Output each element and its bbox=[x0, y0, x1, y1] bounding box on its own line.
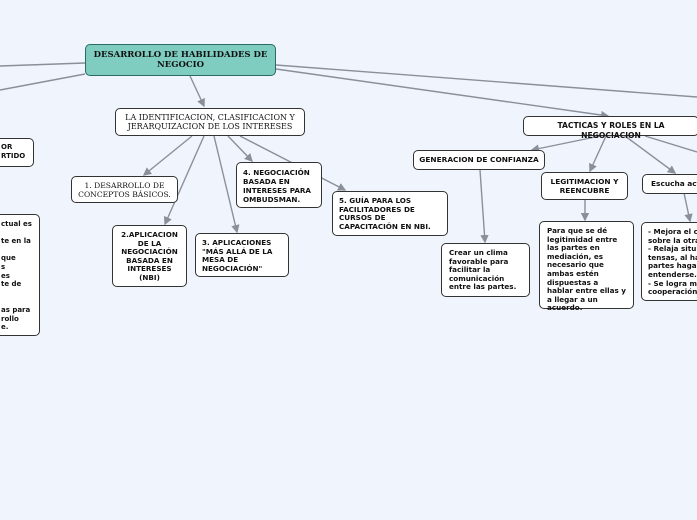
link-id-desarrollo bbox=[142, 135, 193, 176]
left-text-node[interactable]: ctual es te en la que s es te de as para… bbox=[0, 214, 40, 336]
link-tac-right bbox=[644, 135, 697, 153]
link-root-left-bottom bbox=[0, 73, 86, 91]
link-root-right bbox=[275, 64, 697, 98]
legitimacion-label: LEGITIMACION Y REENCUBRE bbox=[550, 177, 619, 196]
left-partial-node-label: OR RTIDO bbox=[1, 143, 26, 160]
identificacion-node-label: LA IDENTIFICACION, CLASIFICACION Y JERAR… bbox=[125, 113, 295, 131]
link-id-aplicacion bbox=[163, 135, 205, 226]
left-partial-node[interactable]: OR RTIDO bbox=[0, 138, 34, 167]
link-root-tacticas bbox=[275, 68, 610, 120]
aplicaciones-mas-alla-node[interactable]: 3. APLICACIONES "MÁS ALLÁ DE LA MESA DE … bbox=[195, 233, 289, 277]
aplicacion-nbi-node[interactable]: 2.APLICACION DE LA NEGOCIACIÓN BASADA EN… bbox=[112, 225, 187, 287]
escucha-label: Escucha act bbox=[651, 179, 697, 188]
link-id-aplicaciones bbox=[213, 135, 240, 234]
link-id-ombudsman bbox=[227, 135, 253, 163]
negociacion-ombudsman-node[interactable]: 4. NEGOCIACIÓN BASADA EN INTERESES PARA … bbox=[236, 162, 322, 208]
negociacion-ombudsman-label: 4. NEGOCIACIÓN BASADA EN INTERESES PARA … bbox=[243, 168, 311, 204]
desarrollo-conceptos-label: 1. DESARROLLO DE CONCEPTOS BÁSICOS. bbox=[78, 181, 171, 199]
link-root-identificacion bbox=[189, 75, 205, 108]
root-node-label: DESARROLLO DE HABILIDADES DE NEGOCIO bbox=[93, 50, 268, 70]
desarrollo-conceptos-node[interactable]: 1. DESARROLLO DE CONCEPTOS BÁSICOS. bbox=[71, 176, 178, 203]
link-escucha-text bbox=[683, 192, 693, 223]
left-text-node-label: ctual es te en la que s es te de as para… bbox=[1, 220, 32, 332]
guia-facilitadores-node[interactable]: 5. GUÍA PARA LOS FACILITADORES DE CURSOS… bbox=[332, 191, 448, 236]
identificacion-node[interactable]: LA IDENTIFICACION, CLASIFICACION Y JERAR… bbox=[115, 108, 305, 136]
clima-favorable-node[interactable]: Crear un clima favorable para facilitar … bbox=[441, 243, 530, 297]
aplicacion-nbi-label: 2.APLICACION DE LA NEGOCIACIÓN BASADA EN… bbox=[121, 230, 178, 282]
link-tac-confianza bbox=[530, 135, 601, 153]
link-tac-escucha bbox=[624, 135, 677, 174]
root-node[interactable]: DESARROLLO DE HABILIDADES DE NEGOCIO bbox=[85, 44, 276, 76]
tacticas-node[interactable]: TACTICAS Y ROLES EN LA NEGOCIACION bbox=[523, 116, 697, 140]
legitimidad-text-node[interactable]: Para que se dé legitimidad entre las par… bbox=[539, 221, 634, 313]
link-confianza-clima bbox=[479, 169, 489, 244]
escucha-node[interactable]: Escucha act bbox=[642, 174, 697, 194]
legitimidad-text-label: Para que se dé legitimidad entre las par… bbox=[547, 226, 626, 313]
aplicaciones-mas-alla-label: 3. APLICACIONES "MÁS ALLÁ DE LA MESA DE … bbox=[202, 238, 273, 273]
legitimacion-node[interactable]: LEGITIMACION Y REENCUBRE bbox=[541, 172, 628, 200]
clima-favorable-label: Crear un clima favorable para facilitar … bbox=[449, 248, 517, 292]
escucha-text-node[interactable]: - Mejora el c sobre la otra - Relaja sit… bbox=[641, 222, 697, 301]
guia-facilitadores-label: 5. GUÍA PARA LOS FACILITADORES DE CURSOS… bbox=[339, 196, 431, 231]
link-tac-legitimacion bbox=[589, 135, 607, 173]
generacion-confianza-node[interactable]: GENERACION DE CONFIANZA bbox=[413, 150, 545, 170]
escucha-text-label: - Mejora el c sobre la otra - Relaja sit… bbox=[648, 227, 697, 297]
tacticas-node-label: TACTICAS Y ROLES EN LA NEGOCIACION bbox=[557, 121, 665, 140]
link-root-left-top bbox=[0, 62, 86, 67]
generacion-confianza-label: GENERACION DE CONFIANZA bbox=[419, 155, 539, 164]
